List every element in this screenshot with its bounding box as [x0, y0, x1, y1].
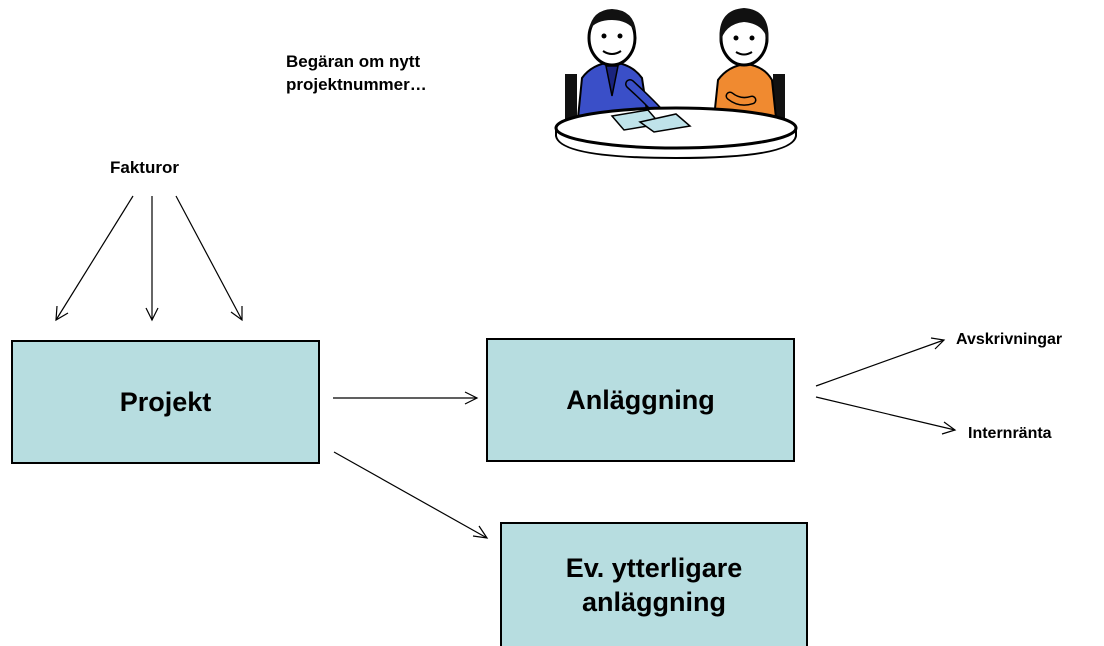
invoices-label: Fakturor — [110, 158, 179, 177]
request-note-line-2: projektnummer… — [286, 75, 427, 94]
arrow-project-to-asset — [333, 391, 479, 405]
arrow-invoice-1 — [55, 195, 134, 322]
asset-box: Anläggning — [486, 338, 795, 462]
man-hair — [589, 9, 636, 32]
project-box-label: Projekt — [119, 387, 212, 417]
additional-asset-line-2: anläggning — [582, 587, 726, 617]
additional-asset-box-label: Ev. ytterligare anläggning — [566, 551, 743, 619]
additional-asset-box: Ev. ytterligare anläggning — [500, 522, 808, 646]
two-people-at-table-icon — [554, 8, 798, 160]
asset-box-label: Anläggning — [566, 385, 715, 415]
arrow-invoice-2 — [145, 196, 159, 322]
arrow-invoice-3 — [175, 195, 243, 322]
internal-interest-label: Internränta — [968, 425, 1052, 442]
project-box: Projekt — [11, 340, 320, 464]
paper-2 — [638, 113, 692, 133]
depreciation-label: Avskrivningar — [956, 331, 1063, 348]
arrow-asset-to-internal-interest — [815, 396, 957, 435]
request-note-line-1: Begäran om nytt — [286, 52, 421, 71]
additional-asset-line-1: Ev. ytterligare — [565, 553, 743, 583]
woman-hair — [719, 8, 769, 44]
chair-left — [565, 74, 577, 120]
arrow-asset-to-depreciation — [815, 337, 946, 387]
arrow-project-to-additional-asset — [333, 451, 489, 539]
